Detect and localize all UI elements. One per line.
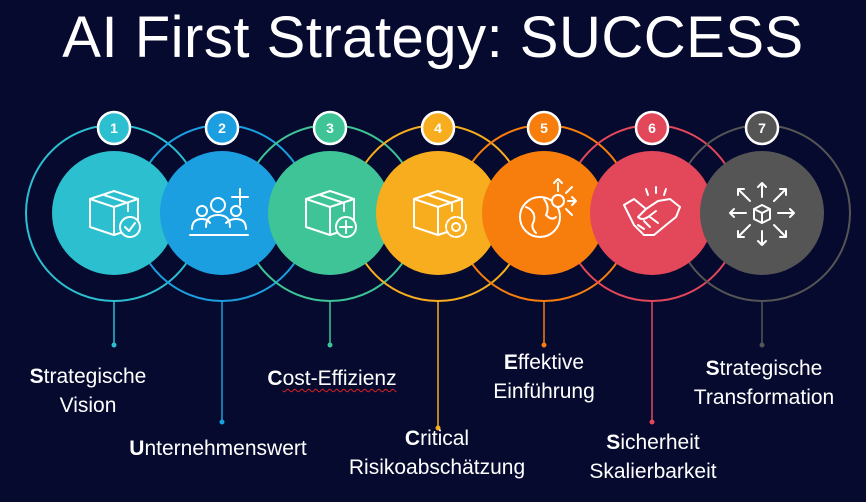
step-4-badge: 4 — [420, 110, 456, 146]
step-7-badge: 7 — [744, 110, 780, 146]
cube-expand-icon — [729, 182, 795, 246]
step-4-number: 4 — [434, 120, 442, 136]
step-1-badge: 1 — [96, 110, 132, 146]
step-4-connector-dot — [435, 425, 441, 431]
step-7-number: 7 — [758, 120, 766, 136]
step-1-connector-dot — [111, 342, 117, 348]
step-5-connector-dot — [541, 342, 547, 348]
step-2-label: Unternehmenswert — [129, 437, 307, 460]
step-7-connector-dot — [759, 342, 765, 348]
step-6-number: 6 — [648, 120, 656, 136]
step-6-connector-dot — [649, 419, 655, 425]
page-title: AI First Strategy: SUCCESS — [62, 5, 804, 70]
step-1-number: 1 — [110, 120, 118, 136]
step-2-connector-dot — [219, 419, 225, 425]
step-2-number: 2 — [218, 120, 226, 136]
people-add-icon — [189, 188, 249, 236]
step-3-label: Cost-Effizienz — [267, 367, 397, 390]
step-3-connector-dot — [327, 342, 333, 348]
step-2-badge: 2 — [204, 110, 240, 146]
step-5-number: 5 — [540, 120, 548, 136]
handshake-icon — [623, 186, 681, 236]
step-5-badge: 5 — [526, 110, 562, 146]
box-gear-icon — [413, 190, 467, 238]
globe-arrows-icon — [519, 178, 577, 238]
step-3-number: 3 — [326, 120, 334, 136]
box-plus-icon — [305, 190, 357, 238]
box-check-icon — [89, 190, 141, 238]
step-6-badge: 6 — [634, 110, 670, 146]
step-3-badge: 3 — [312, 110, 348, 146]
